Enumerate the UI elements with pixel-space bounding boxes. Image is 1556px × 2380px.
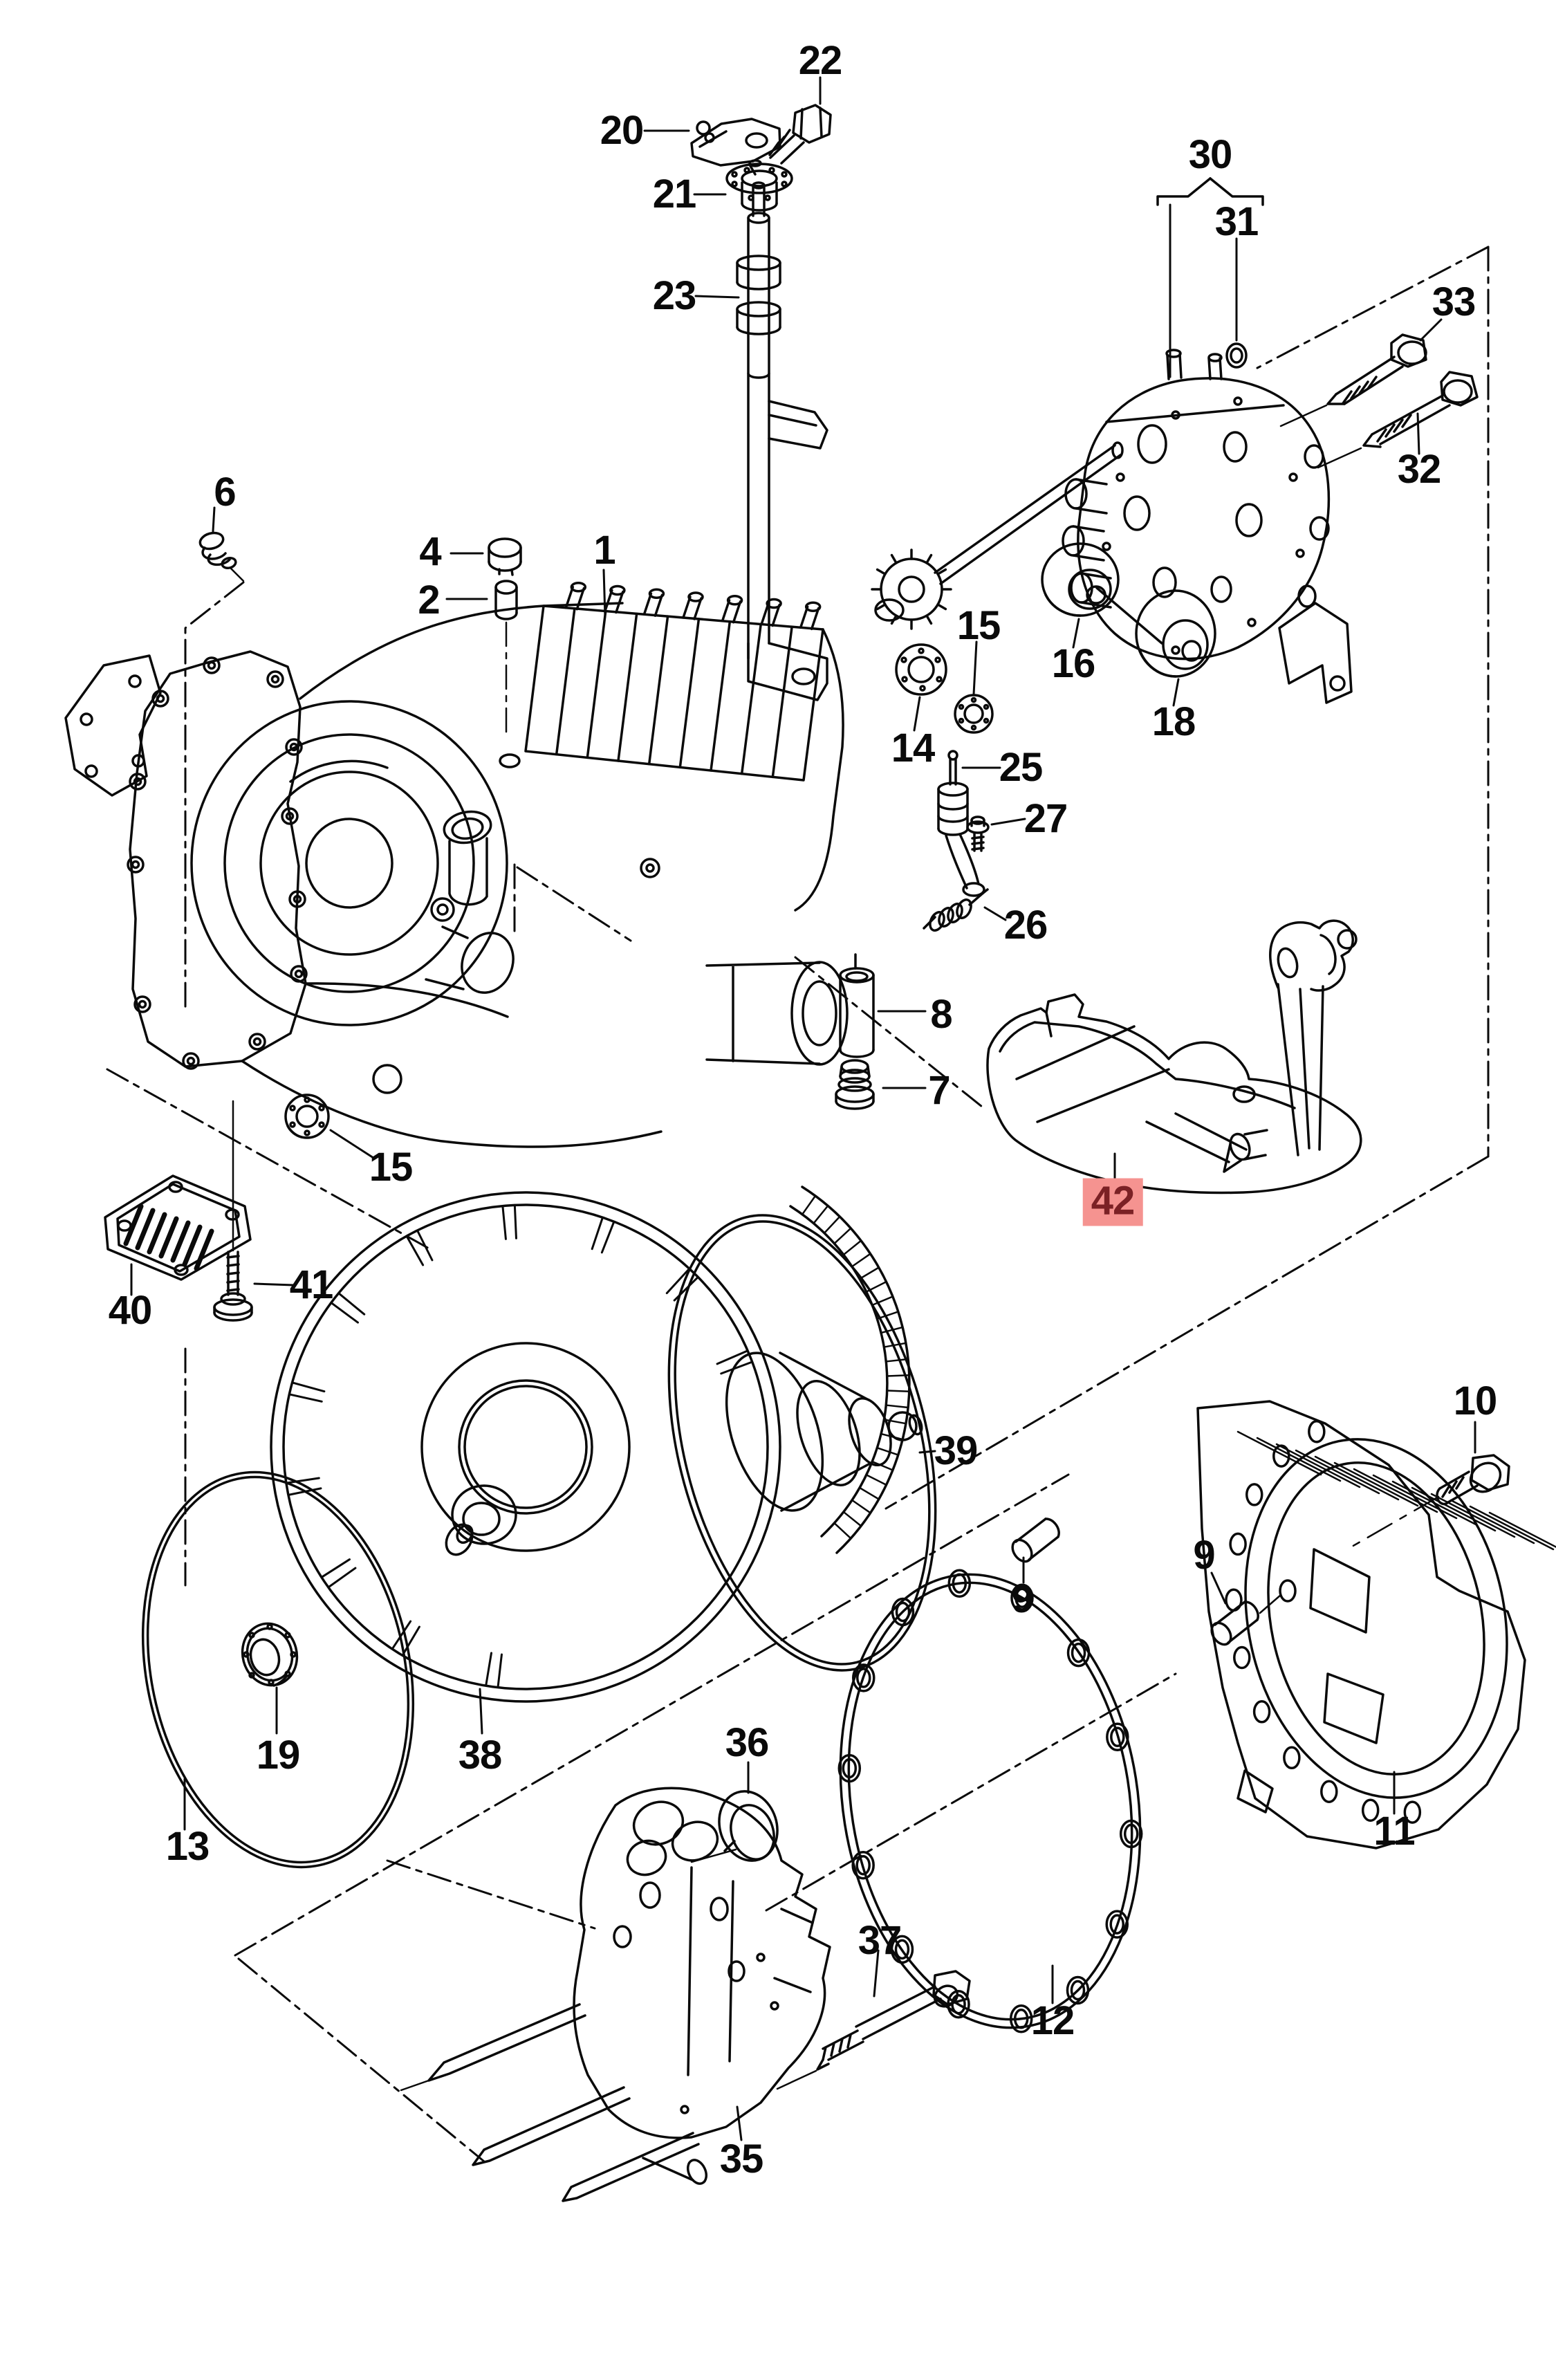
part-15-ring-upper: [954, 694, 994, 734]
part-6-plug: [198, 531, 237, 569]
part-15-ring-lower: [284, 1094, 330, 1139]
part-1-transmission-case: [64, 581, 849, 1148]
callout-8: 8: [930, 992, 952, 1037]
part-33-bolt: [1279, 333, 1427, 427]
callout-15b: 15: [369, 1145, 414, 1190]
part-4-cap: [488, 537, 522, 576]
callout-14: 14: [891, 726, 936, 771]
part-21-flange: [725, 159, 793, 212]
part-2-pin: [494, 580, 518, 620]
callout-38: 38: [458, 1733, 503, 1778]
callout-16: 16: [1051, 641, 1096, 686]
callout-13: 13: [165, 1824, 210, 1869]
part-7-plug: [835, 1059, 875, 1110]
callout-10: 10: [1453, 1378, 1498, 1423]
callout-11: 11: [1373, 1809, 1415, 1854]
part-26-spring-pin: [923, 888, 989, 932]
part-27-bolt: [966, 815, 990, 852]
callout-39: 39: [934, 1428, 979, 1473]
part-40-cover-plate: [104, 1174, 252, 1281]
callout-2: 2: [418, 578, 440, 622]
callout-36: 36: [725, 1720, 770, 1765]
part-pump-drive-shaft: [871, 441, 1124, 630]
callout-9b: 9: [1193, 1533, 1215, 1578]
part-10-bolt: [1346, 1454, 1510, 1551]
leader-lines: [130, 76, 1476, 2141]
callout-4: 4: [419, 529, 441, 574]
part-38-torque-converter: [270, 1186, 923, 1703]
callout-35: 35: [719, 2137, 764, 2181]
callout-22: 22: [798, 38, 843, 83]
part-11-converter-housing: [1196, 1400, 1556, 1849]
callout-21: 21: [652, 172, 697, 216]
callout-23: 23: [652, 273, 697, 318]
callout-1: 1: [593, 528, 615, 573]
callout-40: 40: [108, 1288, 153, 1333]
part-42-oil-strainer: [986, 919, 1362, 1194]
callout-9a: 9: [1011, 1576, 1033, 1621]
part-13-drive-plate: [141, 1470, 415, 1869]
callout-37: 37: [858, 1918, 902, 1963]
part-25-detent-lever: [937, 750, 985, 897]
part-19-hub-bearing: [241, 1622, 299, 1687]
part-30-brace: [1156, 177, 1264, 206]
callout-19: 19: [256, 1733, 301, 1778]
frame-boundary-lines: [106, 246, 1490, 2163]
part-23-selector-shaft: [736, 181, 828, 701]
part-12-gasket: [837, 1569, 1143, 2033]
part-9-dowel-pin-right: [1210, 1579, 1297, 1646]
part-8-sleeve: [839, 953, 875, 1058]
callout-33: 33: [1432, 279, 1476, 324]
callout-26: 26: [1003, 903, 1048, 948]
part-32-bolt: [1317, 371, 1479, 469]
part-37-bolt: [776, 1970, 971, 2090]
callout-15a: 15: [956, 603, 1001, 648]
part-41-bolt: [213, 1100, 253, 1322]
callout-6: 6: [214, 470, 236, 515]
part-16-grommet: [1041, 542, 1120, 617]
callout-20: 20: [600, 108, 645, 153]
part-20-selector-bracket: [690, 118, 781, 176]
callout-30: 30: [1188, 132, 1233, 177]
callout-7: 7: [928, 1068, 950, 1113]
callout-12: 12: [1030, 1998, 1075, 2043]
part-22-bolt: [768, 104, 832, 165]
callout-25: 25: [999, 745, 1044, 790]
callout-42: 42: [1082, 1178, 1143, 1226]
part-18-grommet: [1135, 589, 1216, 678]
callout-41: 41: [289, 1262, 334, 1307]
part-35-valve-body-unit: [400, 1787, 831, 2202]
callout-27: 27: [1024, 796, 1068, 841]
part-30-valve-body: [1062, 349, 1353, 704]
part-14-bearing: [895, 643, 947, 696]
callout-18: 18: [1151, 699, 1196, 744]
callout-31: 31: [1214, 199, 1259, 244]
callout-32: 32: [1397, 447, 1442, 492]
part-31-o-ring: [1225, 342, 1248, 369]
part-9-dowel-pin-left: [1011, 1518, 1060, 1563]
